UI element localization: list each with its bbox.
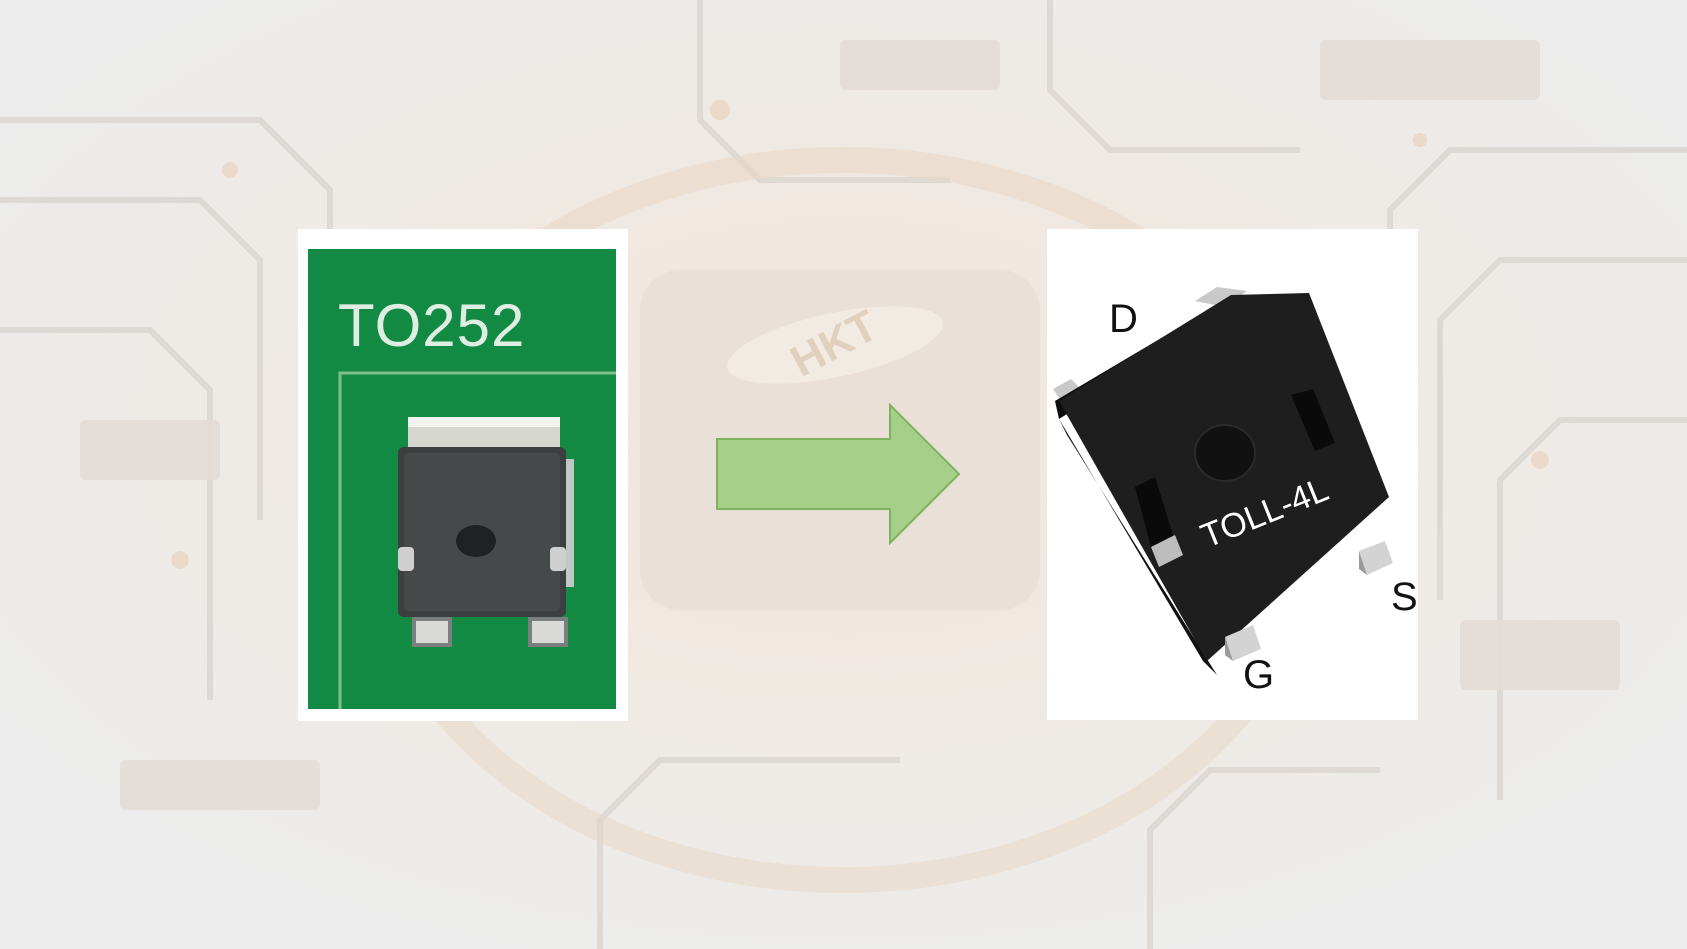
to252-label: TO252 xyxy=(338,292,526,359)
to252-chip-icon xyxy=(338,371,616,709)
hkt-logo-watermark: HKT xyxy=(727,301,943,387)
toll4l-chip-icon xyxy=(1053,287,1393,675)
right-arrow-icon xyxy=(716,403,961,545)
toll4l-image-panel: D S G TOLL-4L xyxy=(1047,229,1418,720)
to252-photo-panel: TO252 xyxy=(298,229,628,721)
pin-label-drain: D xyxy=(1109,297,1138,341)
pcb-board: TO252 xyxy=(308,249,616,709)
pin-label-gate: G xyxy=(1243,653,1275,697)
pin-label-source: S xyxy=(1391,575,1418,619)
